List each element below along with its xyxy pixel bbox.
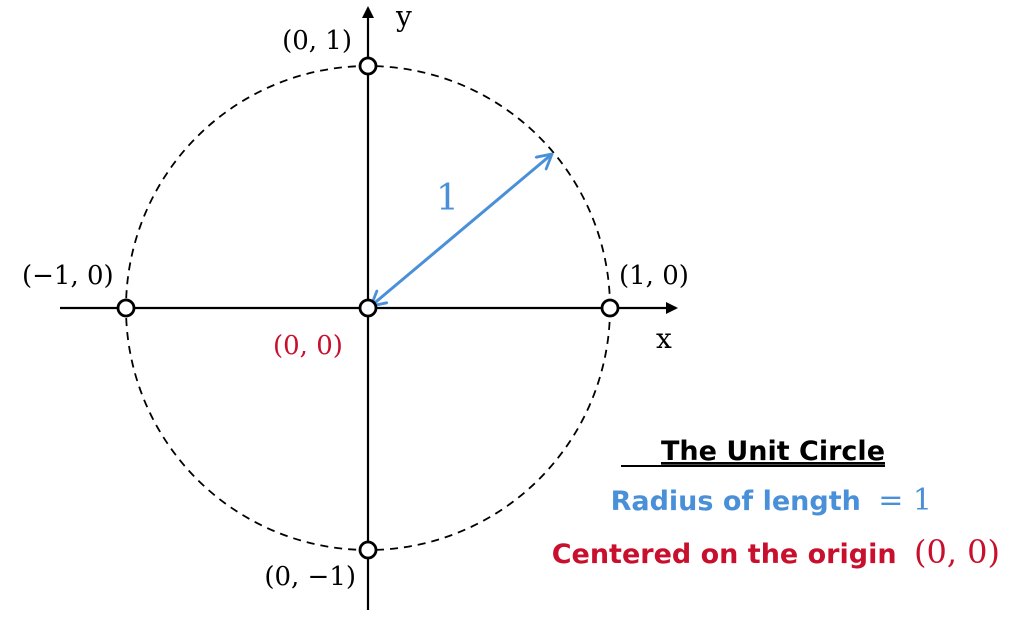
legend-title: The Unit Circle xyxy=(661,436,885,467)
legend-radius-text: Radius of length xyxy=(611,486,861,517)
legend-radius-eq: = 1 xyxy=(878,483,932,518)
legend-radius-line: Radius of length = 1 xyxy=(611,483,932,518)
x-axis-label: x xyxy=(656,322,672,355)
point-right-label: (1, 0) xyxy=(619,261,689,291)
origin-label: (0, 0) xyxy=(273,331,343,361)
point-right xyxy=(600,298,620,318)
legend-centered-text: Centered on the origin xyxy=(552,539,897,570)
point-bottom-label: (0, −1) xyxy=(264,562,356,592)
point-bottom xyxy=(358,540,378,560)
point-left xyxy=(116,298,136,318)
point-top-label: (0, 1) xyxy=(282,26,352,56)
point-left-label: (−1, 0) xyxy=(22,261,114,291)
point-top xyxy=(358,56,378,76)
y-axis-label: y xyxy=(395,0,412,33)
legend-centered-line: Centered on the origin (0, 0) xyxy=(552,533,1000,571)
point-origin xyxy=(358,298,378,318)
radius-label: 1 xyxy=(436,178,459,219)
radius-arrow xyxy=(371,154,552,306)
legend-centered-point: (0, 0) xyxy=(914,533,1000,571)
